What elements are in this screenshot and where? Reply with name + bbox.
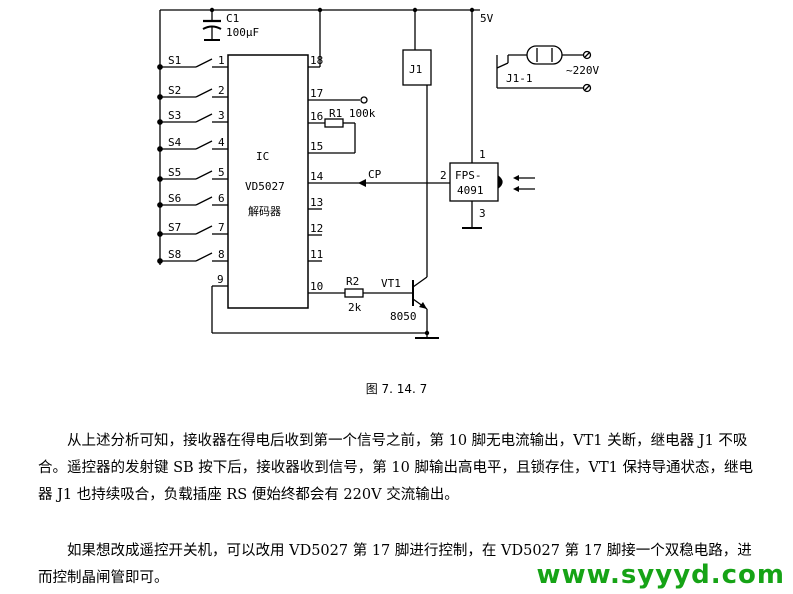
- left-pin-number: 3: [218, 109, 225, 122]
- right-pin-number: 18: [310, 54, 323, 67]
- right-pin-number: 13: [310, 196, 323, 209]
- switch-5: [157, 170, 228, 182]
- switch-2: [157, 88, 228, 100]
- switch-label: S8: [168, 248, 181, 261]
- right-pin-number: 14: [310, 170, 324, 183]
- switch-1: [157, 58, 228, 70]
- left-pin-number: 5: [218, 166, 225, 179]
- r1-label: R1 100k: [329, 107, 376, 120]
- left-pin-number: 1: [218, 54, 225, 67]
- vt1-name: VT1: [381, 277, 401, 290]
- switch-7: [157, 225, 228, 237]
- right-pin-number: 10: [310, 280, 323, 293]
- paragraph-2: 如果想改成遥控开关机，可以改用 VD5027 第 17 脚进行控制，在 VD50…: [38, 543, 752, 586]
- j1-label: J1: [409, 63, 422, 76]
- receiver-pin-3: 3: [479, 207, 486, 220]
- receiver-model-1: FPS-: [455, 169, 482, 182]
- right-pin-number: 11: [310, 248, 323, 261]
- switch-6: [157, 196, 228, 208]
- watermark: www.syyyd.com: [536, 560, 785, 590]
- left-pin-number: 6: [218, 192, 225, 205]
- left-pin-number: 8: [218, 248, 225, 261]
- right-pin-number: 16: [310, 110, 323, 123]
- ic-model: VD5027: [245, 180, 285, 193]
- left-pin-number: 7: [218, 221, 225, 234]
- left-pin-number: 4: [218, 136, 225, 149]
- contact-label: J1-1: [506, 72, 533, 85]
- c1-value: 100μF: [226, 26, 259, 39]
- switch-label: S2: [168, 84, 181, 97]
- figure-caption: 图 7. 14. 7: [365, 382, 428, 396]
- circuit-diagram: C1 100μF IC VD5027 解码器 R1 100k CP R2 2k …: [157, 7, 599, 339]
- switch-label: S5: [168, 166, 181, 179]
- receiver-model-2: 4091: [457, 184, 484, 197]
- right-pin-number: 12: [310, 222, 323, 235]
- paragraph-1: 从上述分析可知，接收器在得电后收到第一个信号之前，第 10 脚无电流输出，VT1…: [38, 433, 753, 503]
- switch-8: [157, 252, 228, 264]
- switch-4: [157, 140, 228, 152]
- receiver-pin-2: 2: [440, 169, 447, 182]
- ic-label: IC: [256, 150, 269, 163]
- ac-label: ~220V: [566, 64, 599, 77]
- r2-value: 2k: [348, 301, 362, 314]
- switch-label: S1: [168, 54, 181, 67]
- ic-function: 解码器: [248, 204, 281, 218]
- switch-label: S6: [168, 192, 181, 205]
- switch-label: S7: [168, 221, 181, 234]
- supply-label: 5V: [480, 12, 494, 25]
- switch-label: S4: [168, 136, 182, 149]
- r2-name: R2: [346, 275, 359, 288]
- right-pin-number: 17: [310, 87, 323, 100]
- vt1-model: 8050: [390, 310, 417, 323]
- right-pin-number: 15: [310, 140, 323, 153]
- c1-name: C1: [226, 12, 239, 25]
- left-pin-number: 2: [218, 84, 225, 97]
- receiver-pin-1: 1: [479, 148, 486, 161]
- switch-3: [157, 113, 228, 125]
- left-pin-number: 9: [217, 273, 224, 286]
- switch-label: S3: [168, 109, 181, 122]
- cp-label: CP: [368, 168, 382, 181]
